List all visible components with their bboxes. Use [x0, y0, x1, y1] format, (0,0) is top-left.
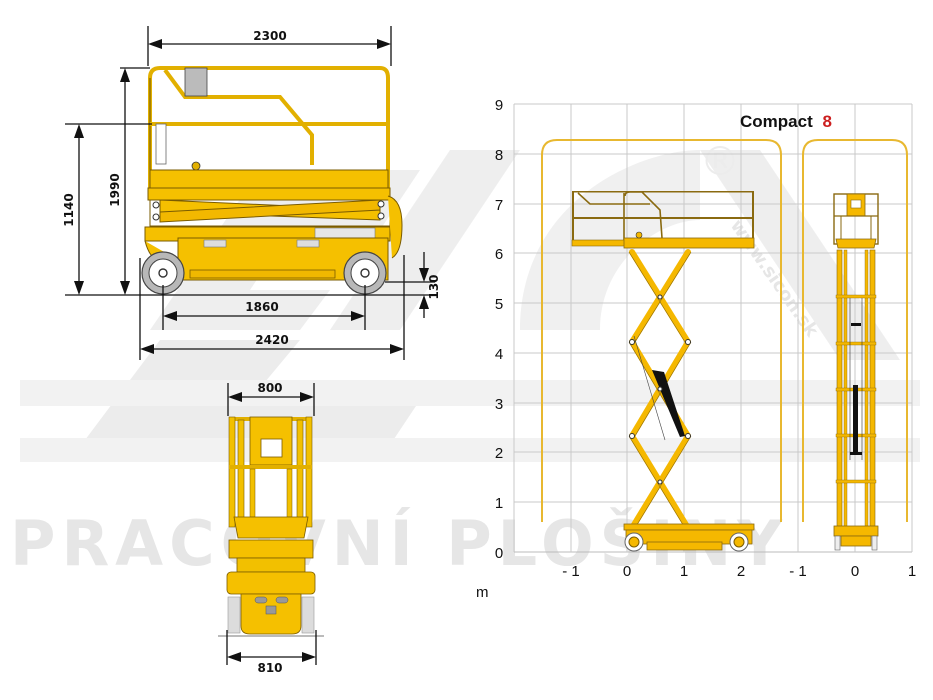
- x-tick-side: - 1: [562, 563, 580, 580]
- dim-stowed-height: 1990: [108, 173, 122, 206]
- working-range-grid: [513, 103, 913, 553]
- y-tick: 9: [495, 97, 503, 114]
- x-tick-side: 0: [623, 563, 631, 580]
- y-tick: 5: [495, 296, 503, 313]
- y-tick: 0: [495, 545, 503, 562]
- working-envelope-side: [541, 139, 782, 522]
- dim-floor-height: 1140: [62, 193, 76, 226]
- y-tick: 2: [495, 445, 503, 462]
- dim-overall-width: 810: [257, 661, 282, 675]
- dim-platform-width: 800: [257, 381, 282, 395]
- y-tick: 4: [495, 346, 503, 363]
- y-tick: 1: [495, 495, 503, 512]
- y-tick: 7: [495, 197, 503, 214]
- front-view-machine: [226, 416, 316, 635]
- side-view-machine: [141, 66, 403, 295]
- extended-machine-side: [571, 191, 755, 552]
- chart-title-model: Compact: [740, 112, 813, 131]
- working-envelope-front: [802, 139, 908, 522]
- chart-title-number: 8: [822, 112, 831, 131]
- dim-wheelbase: 1860: [245, 300, 278, 314]
- dim-ground-clearance: 130: [427, 274, 441, 299]
- side-view-dimensions: [65, 26, 435, 360]
- extended-machine-front: [833, 193, 879, 551]
- y-axis-labels: 9 8 7 6 5 4 3 2 1 0: [495, 97, 503, 562]
- x-tick-front: 0: [851, 563, 859, 580]
- x-tick-side: 2: [737, 563, 745, 580]
- chart-title: Compact 8: [740, 112, 832, 131]
- y-tick: 6: [495, 246, 503, 263]
- y-tick: 8: [495, 147, 503, 164]
- x-tick-front: 1: [908, 563, 916, 580]
- dim-overall-length: 2420: [255, 333, 288, 347]
- x-tick-side: 1: [680, 563, 688, 580]
- registered-mark: ®: [700, 139, 740, 185]
- x-axis-labels: - 1 0 1 2 - 1 0 1: [562, 563, 916, 580]
- y-tick: 3: [495, 396, 503, 413]
- x-tick-front: - 1: [789, 563, 807, 580]
- front-view-dimensions: [218, 383, 324, 665]
- unit-label: m: [476, 584, 489, 601]
- dim-platform-length: 2300: [253, 29, 286, 43]
